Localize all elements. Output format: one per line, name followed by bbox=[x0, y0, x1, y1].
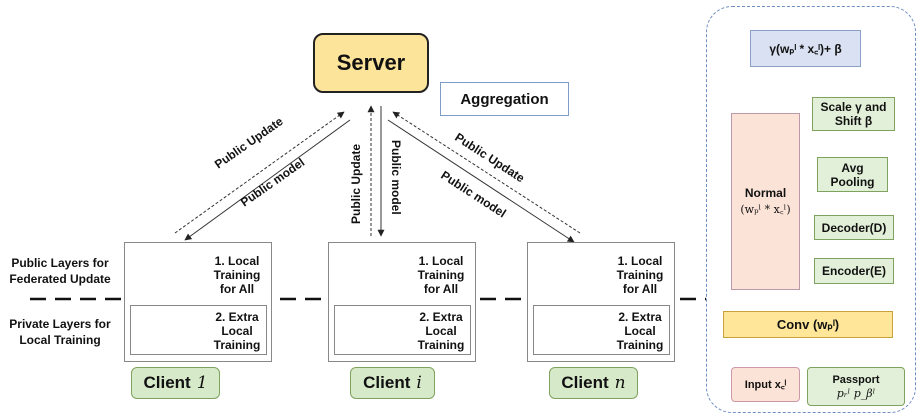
client-1-extra-training-label: 2. Extra Local Training bbox=[213, 310, 261, 352]
client-n-index: n bbox=[614, 373, 626, 393]
public-model-arrow-right bbox=[387, 119, 575, 243]
client-i-name: Client bbox=[363, 373, 411, 392]
client-1-private-box bbox=[130, 305, 267, 355]
client-n-name: Client bbox=[561, 373, 609, 392]
client-n-local-training-label: 1. Local Training for All bbox=[616, 254, 664, 296]
client-1-local-training-label: 1. Local Training for All bbox=[213, 254, 261, 296]
input-label: Input x꜀ˡ bbox=[744, 379, 787, 391]
client-i-extra-training-label: 2. Extra Local Training bbox=[417, 310, 465, 352]
output-formula-box: γ(wₚˡ * x꜀ˡ)+ β bbox=[750, 30, 861, 67]
avg-pooling-box: Avg Pooling bbox=[817, 157, 888, 192]
decoder-box: Decoder(D) bbox=[814, 215, 894, 240]
private-layers-label: Private Layers for Local Training bbox=[9, 317, 111, 347]
passport-title: Passport bbox=[832, 373, 880, 386]
public-layers-label: Public Layers for Federated Update bbox=[9, 256, 111, 286]
normal-label: Normal bbox=[744, 186, 787, 200]
scale-shift-label: Scale γ and Shift β bbox=[820, 100, 887, 128]
normal-formula: (wₚˡ * x꜀ˡ) bbox=[740, 203, 791, 216]
avg-pooling-label: Avg Pooling bbox=[830, 160, 875, 189]
public-model-label-middle: Public model bbox=[389, 140, 403, 215]
client-n-private-box bbox=[533, 305, 670, 355]
aggregation-label: Aggregation bbox=[460, 90, 549, 108]
client-i-local-training-label: 1. Local Training for All bbox=[417, 254, 465, 296]
passport-box: Passport pᵣˡ p_βˡ bbox=[807, 367, 905, 406]
client-1-index: 1 bbox=[196, 373, 208, 393]
client-1-badge: Client 1 bbox=[131, 367, 220, 399]
client-1-name: Client bbox=[143, 373, 191, 392]
conv-box: Conv (wₚˡ) bbox=[723, 311, 893, 338]
aggregation-box: Aggregation bbox=[440, 82, 569, 116]
conv-label: Conv (wₚˡ) bbox=[776, 316, 840, 332]
server-label: Server bbox=[336, 50, 406, 75]
client-i-index: i bbox=[416, 373, 422, 393]
public-model-arrow-left bbox=[184, 119, 351, 241]
passport-values: pᵣˡ p_βˡ bbox=[836, 386, 876, 400]
public-update-arrow-right bbox=[392, 111, 581, 234]
client-n-extra-training-label: 2. Extra Local Training bbox=[616, 310, 664, 352]
scale-shift-box: Scale γ and Shift β bbox=[812, 97, 895, 131]
client-i-private-box bbox=[334, 305, 471, 355]
normal-box: Normal (wₚˡ * x꜀ˡ) bbox=[731, 113, 800, 290]
server-box: Server bbox=[313, 33, 429, 93]
encoder-label: Encoder(E) bbox=[821, 264, 886, 278]
input-box: Input x꜀ˡ bbox=[731, 367, 800, 402]
decoder-label: Decoder(D) bbox=[821, 220, 887, 235]
output-formula: γ(wₚˡ * x꜀ˡ)+ β bbox=[769, 42, 842, 56]
encoder-box: Encoder(E) bbox=[814, 258, 894, 284]
public-update-label-middle: Public Update bbox=[349, 143, 363, 224]
